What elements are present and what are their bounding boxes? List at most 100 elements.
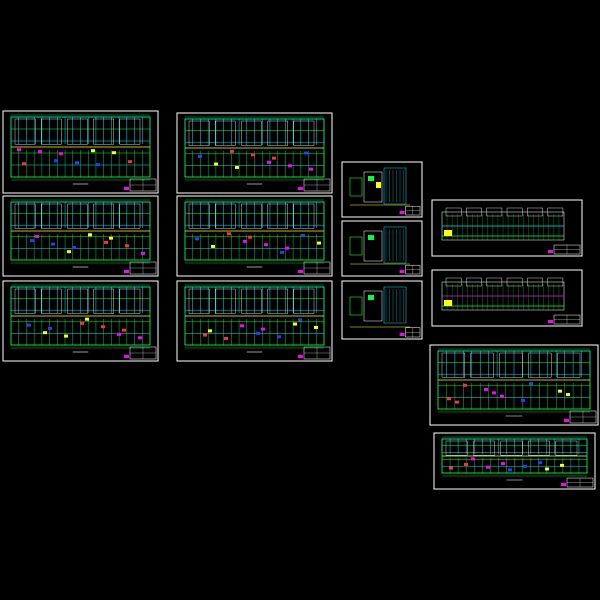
rect [293, 203, 315, 229]
rect [91, 149, 95, 153]
rect [198, 154, 202, 158]
rect [67, 203, 88, 229]
rect [85, 317, 89, 321]
rect [195, 237, 199, 241]
rect [14, 118, 36, 145]
rect [564, 419, 569, 422]
rect [508, 468, 512, 472]
rect [506, 277, 523, 287]
rect [141, 251, 145, 255]
rect [317, 241, 321, 245]
rect [431, 269, 583, 327]
rect [558, 389, 562, 393]
rect [211, 244, 215, 248]
sheet-elevation-1 [431, 199, 583, 257]
rect [548, 250, 553, 253]
rect [547, 277, 564, 287]
rect [463, 383, 467, 387]
rect [67, 118, 88, 145]
rect [280, 250, 284, 254]
rect [214, 203, 236, 229]
rect [444, 230, 452, 236]
rect [251, 153, 255, 157]
rect [466, 207, 482, 217]
rect [449, 466, 453, 470]
sheet-plan-7 [429, 344, 599, 426]
rect [128, 160, 132, 164]
rect [547, 207, 564, 217]
rect [14, 203, 36, 229]
rect [208, 329, 212, 333]
rect [117, 332, 121, 336]
rect [267, 203, 289, 229]
rect [2, 280, 159, 362]
rect [445, 207, 462, 217]
rect [80, 321, 84, 325]
rect [301, 233, 305, 237]
rect [240, 324, 244, 328]
rect [2, 195, 159, 277]
rect [124, 270, 129, 273]
rect [455, 400, 459, 404]
rect [429, 344, 599, 426]
rect [104, 240, 108, 244]
rect [293, 288, 315, 314]
rect [41, 203, 62, 229]
rect [96, 163, 100, 167]
rect [176, 280, 333, 362]
rect [486, 277, 503, 287]
rect [188, 120, 210, 146]
rect [527, 277, 543, 287]
rect [112, 151, 116, 155]
rect [119, 118, 141, 145]
rect [363, 290, 383, 322]
rect [376, 182, 381, 188]
rect [277, 335, 281, 339]
rect [285, 246, 289, 250]
rect [521, 398, 525, 402]
rect [54, 159, 58, 163]
rect [227, 232, 231, 236]
rect [188, 288, 210, 314]
rect [444, 300, 452, 306]
rect [555, 440, 578, 456]
rect [309, 167, 313, 171]
rect [399, 333, 405, 336]
rect [368, 235, 374, 240]
rect [93, 203, 114, 229]
rect [224, 336, 228, 340]
rect [267, 120, 289, 146]
rect [88, 233, 92, 237]
sheet-plan-6 [176, 280, 333, 362]
rect [293, 322, 297, 326]
rect [67, 250, 71, 254]
rect [241, 288, 262, 314]
rect [176, 112, 333, 194]
rect [383, 226, 407, 264]
rect [499, 352, 523, 378]
rect [528, 352, 552, 378]
rect [248, 235, 252, 239]
rect [235, 165, 239, 169]
rect [304, 151, 308, 155]
rect [188, 203, 210, 229]
rect [484, 387, 488, 391]
rect [14, 288, 36, 314]
rect [486, 465, 490, 469]
rect [176, 195, 333, 277]
rect [441, 352, 465, 378]
rect [64, 334, 68, 338]
rect [93, 118, 114, 145]
rect [538, 461, 542, 465]
rect [17, 148, 21, 152]
rect [506, 207, 523, 217]
rect [72, 245, 76, 249]
rect [51, 242, 55, 246]
rect [433, 432, 596, 490]
sheet-plan-4 [176, 112, 333, 194]
drawing-sheets [2, 110, 599, 490]
sheet-elevation-2 [431, 269, 583, 327]
rect [214, 162, 218, 166]
rect [349, 177, 363, 197]
rect [109, 236, 113, 240]
